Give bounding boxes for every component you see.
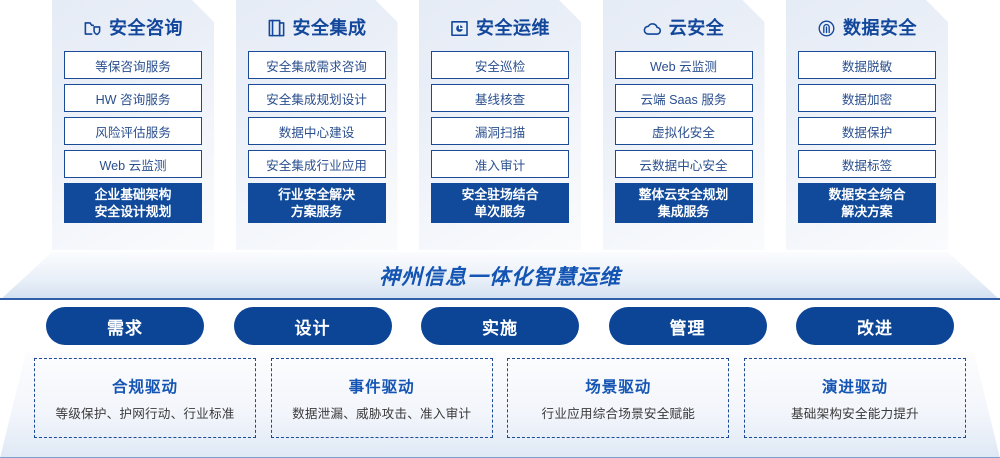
platform-banner: 神州信息一体化智慧运维 <box>0 252 1000 300</box>
column-title: 安全咨询 <box>109 18 183 38</box>
service-item[interactable]: Web 云监测 <box>64 150 202 178</box>
service-item[interactable]: 安全集成需求咨询 <box>248 51 386 79</box>
service-item[interactable]: HW 咨询服务 <box>64 84 202 112</box>
monitor-chart-icon <box>450 19 469 38</box>
service-item[interactable]: 漏洞扫描 <box>431 117 569 145</box>
highlight-line: 方案服务 <box>290 204 343 219</box>
capability-column-security-operations: 安全运维 安全巡检 基线核查 漏洞扫描 准入审计 安全驻场结合 单次服务 <box>419 0 581 250</box>
column-highlight[interactable]: 企业基础架构 安全设计规划 <box>64 183 202 223</box>
column-highlight[interactable]: 整体云安全规划 集成服务 <box>615 183 753 223</box>
highlight-line: 安全设计规划 <box>94 204 172 219</box>
column-highlight[interactable]: 数据安全综合 解决方案 <box>798 183 936 223</box>
service-item[interactable]: 基线核查 <box>431 84 569 112</box>
column-title: 云安全 <box>668 18 725 38</box>
process-pill-design[interactable]: 设计 <box>233 307 392 345</box>
driver-title: 演进驱动 <box>821 378 888 396</box>
driver-card-compliance[interactable]: 合规驱动 等级保护、护网行动、行业标准 <box>34 358 256 438</box>
service-item[interactable]: 数据中心建设 <box>248 117 386 145</box>
highlight-line: 行业安全解决 <box>278 186 355 202</box>
service-item[interactable]: 准入审计 <box>431 150 569 178</box>
capability-column-security-integration: 安全集成 安全集成需求咨询 安全集成规划设计 数据中心建设 安全集成行业应用 行… <box>236 0 398 250</box>
driver-subtitle: 行业应用综合场景安全赋能 <box>541 406 696 421</box>
highlight-line: 数据安全综合 <box>828 186 906 202</box>
service-item[interactable]: 数据保护 <box>798 117 936 145</box>
driver-subtitle: 等级保护、护网行动、行业标准 <box>55 406 235 421</box>
service-item[interactable]: 云数据中心安全 <box>615 150 753 178</box>
process-pill-manage[interactable]: 管理 <box>608 307 767 345</box>
driver-title: 场景驱动 <box>585 378 652 396</box>
folder-shield-icon <box>83 19 102 38</box>
highlight-line: 集成服务 <box>657 204 710 219</box>
column-title: 安全集成 <box>292 18 367 38</box>
driver-subtitle: 基础架构安全能力提升 <box>791 406 919 421</box>
column-title: 安全运维 <box>476 18 550 38</box>
highlight-line: 解决方案 <box>841 204 893 219</box>
column-highlight[interactable]: 行业安全解决 方案服务 <box>248 183 386 223</box>
service-item[interactable]: Web 云监测 <box>615 51 753 79</box>
process-pill-improve[interactable]: 改进 <box>796 307 954 345</box>
cloud-icon <box>643 19 662 38</box>
process-pills: 需求 设计 实施 管理 改进 <box>0 307 1000 347</box>
capability-columns: 安全咨询 等保咨询服务 HW 咨询服务 风险评估服务 Web 云监测 企业基础架… <box>0 0 1000 252</box>
drivers-row: 合规驱动 等级保护、护网行动、行业标准 事件驱动 数据泄漏、威胁攻击、准入审计 … <box>0 358 1000 446</box>
service-item[interactable]: 数据标签 <box>798 150 936 178</box>
column-header: 安全运维 <box>431 9 569 47</box>
column-header: 数据安全 <box>798 9 936 47</box>
platform-banner-title: 神州信息一体化智慧运维 <box>379 266 621 289</box>
driver-title: 事件驱动 <box>348 378 415 396</box>
service-item[interactable]: 等保咨询服务 <box>64 51 202 79</box>
capability-column-data-security: 数据安全 数据脱敏 数据加密 数据保护 数据标签 数据安全综合 解决方案 <box>786 0 948 250</box>
driver-card-incident[interactable]: 事件驱动 数据泄漏、威胁攻击、准入审计 <box>270 358 493 438</box>
process-pill-demand[interactable]: 需求 <box>46 307 204 345</box>
fingerprint-icon <box>817 19 836 38</box>
documents-stack-icon <box>267 19 286 38</box>
driver-card-scenario[interactable]: 场景驱动 行业应用综合场景安全赋能 <box>507 358 730 438</box>
service-item[interactable]: 安全巡检 <box>431 51 569 79</box>
service-item[interactable]: 安全集成行业应用 <box>248 150 386 178</box>
service-item[interactable]: 云端 Saas 服务 <box>615 84 753 112</box>
column-header: 云安全 <box>615 9 753 47</box>
service-item[interactable]: 数据加密 <box>798 84 936 112</box>
highlight-line: 安全驻场结合 <box>461 186 539 202</box>
driver-title: 合规驱动 <box>111 378 178 396</box>
banner-underline <box>0 298 1000 300</box>
service-item[interactable]: 安全集成规划设计 <box>248 84 386 112</box>
column-header: 安全咨询 <box>64 9 202 47</box>
highlight-line: 单次服务 <box>474 204 526 219</box>
driver-subtitle: 数据泄漏、威胁攻击、准入审计 <box>292 406 472 421</box>
service-item[interactable]: 风险评估服务 <box>64 117 202 145</box>
capability-column-security-consulting: 安全咨询 等保咨询服务 HW 咨询服务 风险评估服务 Web 云监测 企业基础架… <box>52 0 214 250</box>
process-pill-implement[interactable]: 实施 <box>421 307 579 345</box>
capability-column-cloud-security: 云安全 Web 云监测 云端 Saas 服务 虚拟化安全 云数据中心安全 整体云… <box>603 0 765 250</box>
service-item[interactable]: 虚拟化安全 <box>615 117 753 145</box>
column-highlight[interactable]: 安全驻场结合 单次服务 <box>431 183 569 223</box>
column-header: 安全集成 <box>248 9 386 47</box>
driver-card-evolution[interactable]: 演进驱动 基础架构安全能力提升 <box>743 358 966 438</box>
drivers-background <box>0 352 1000 458</box>
highlight-line: 企业基础架构 <box>94 186 172 202</box>
column-title: 数据安全 <box>843 18 917 38</box>
highlight-line: 整体云安全规划 <box>638 186 729 202</box>
service-item[interactable]: 数据脱敏 <box>798 51 936 79</box>
